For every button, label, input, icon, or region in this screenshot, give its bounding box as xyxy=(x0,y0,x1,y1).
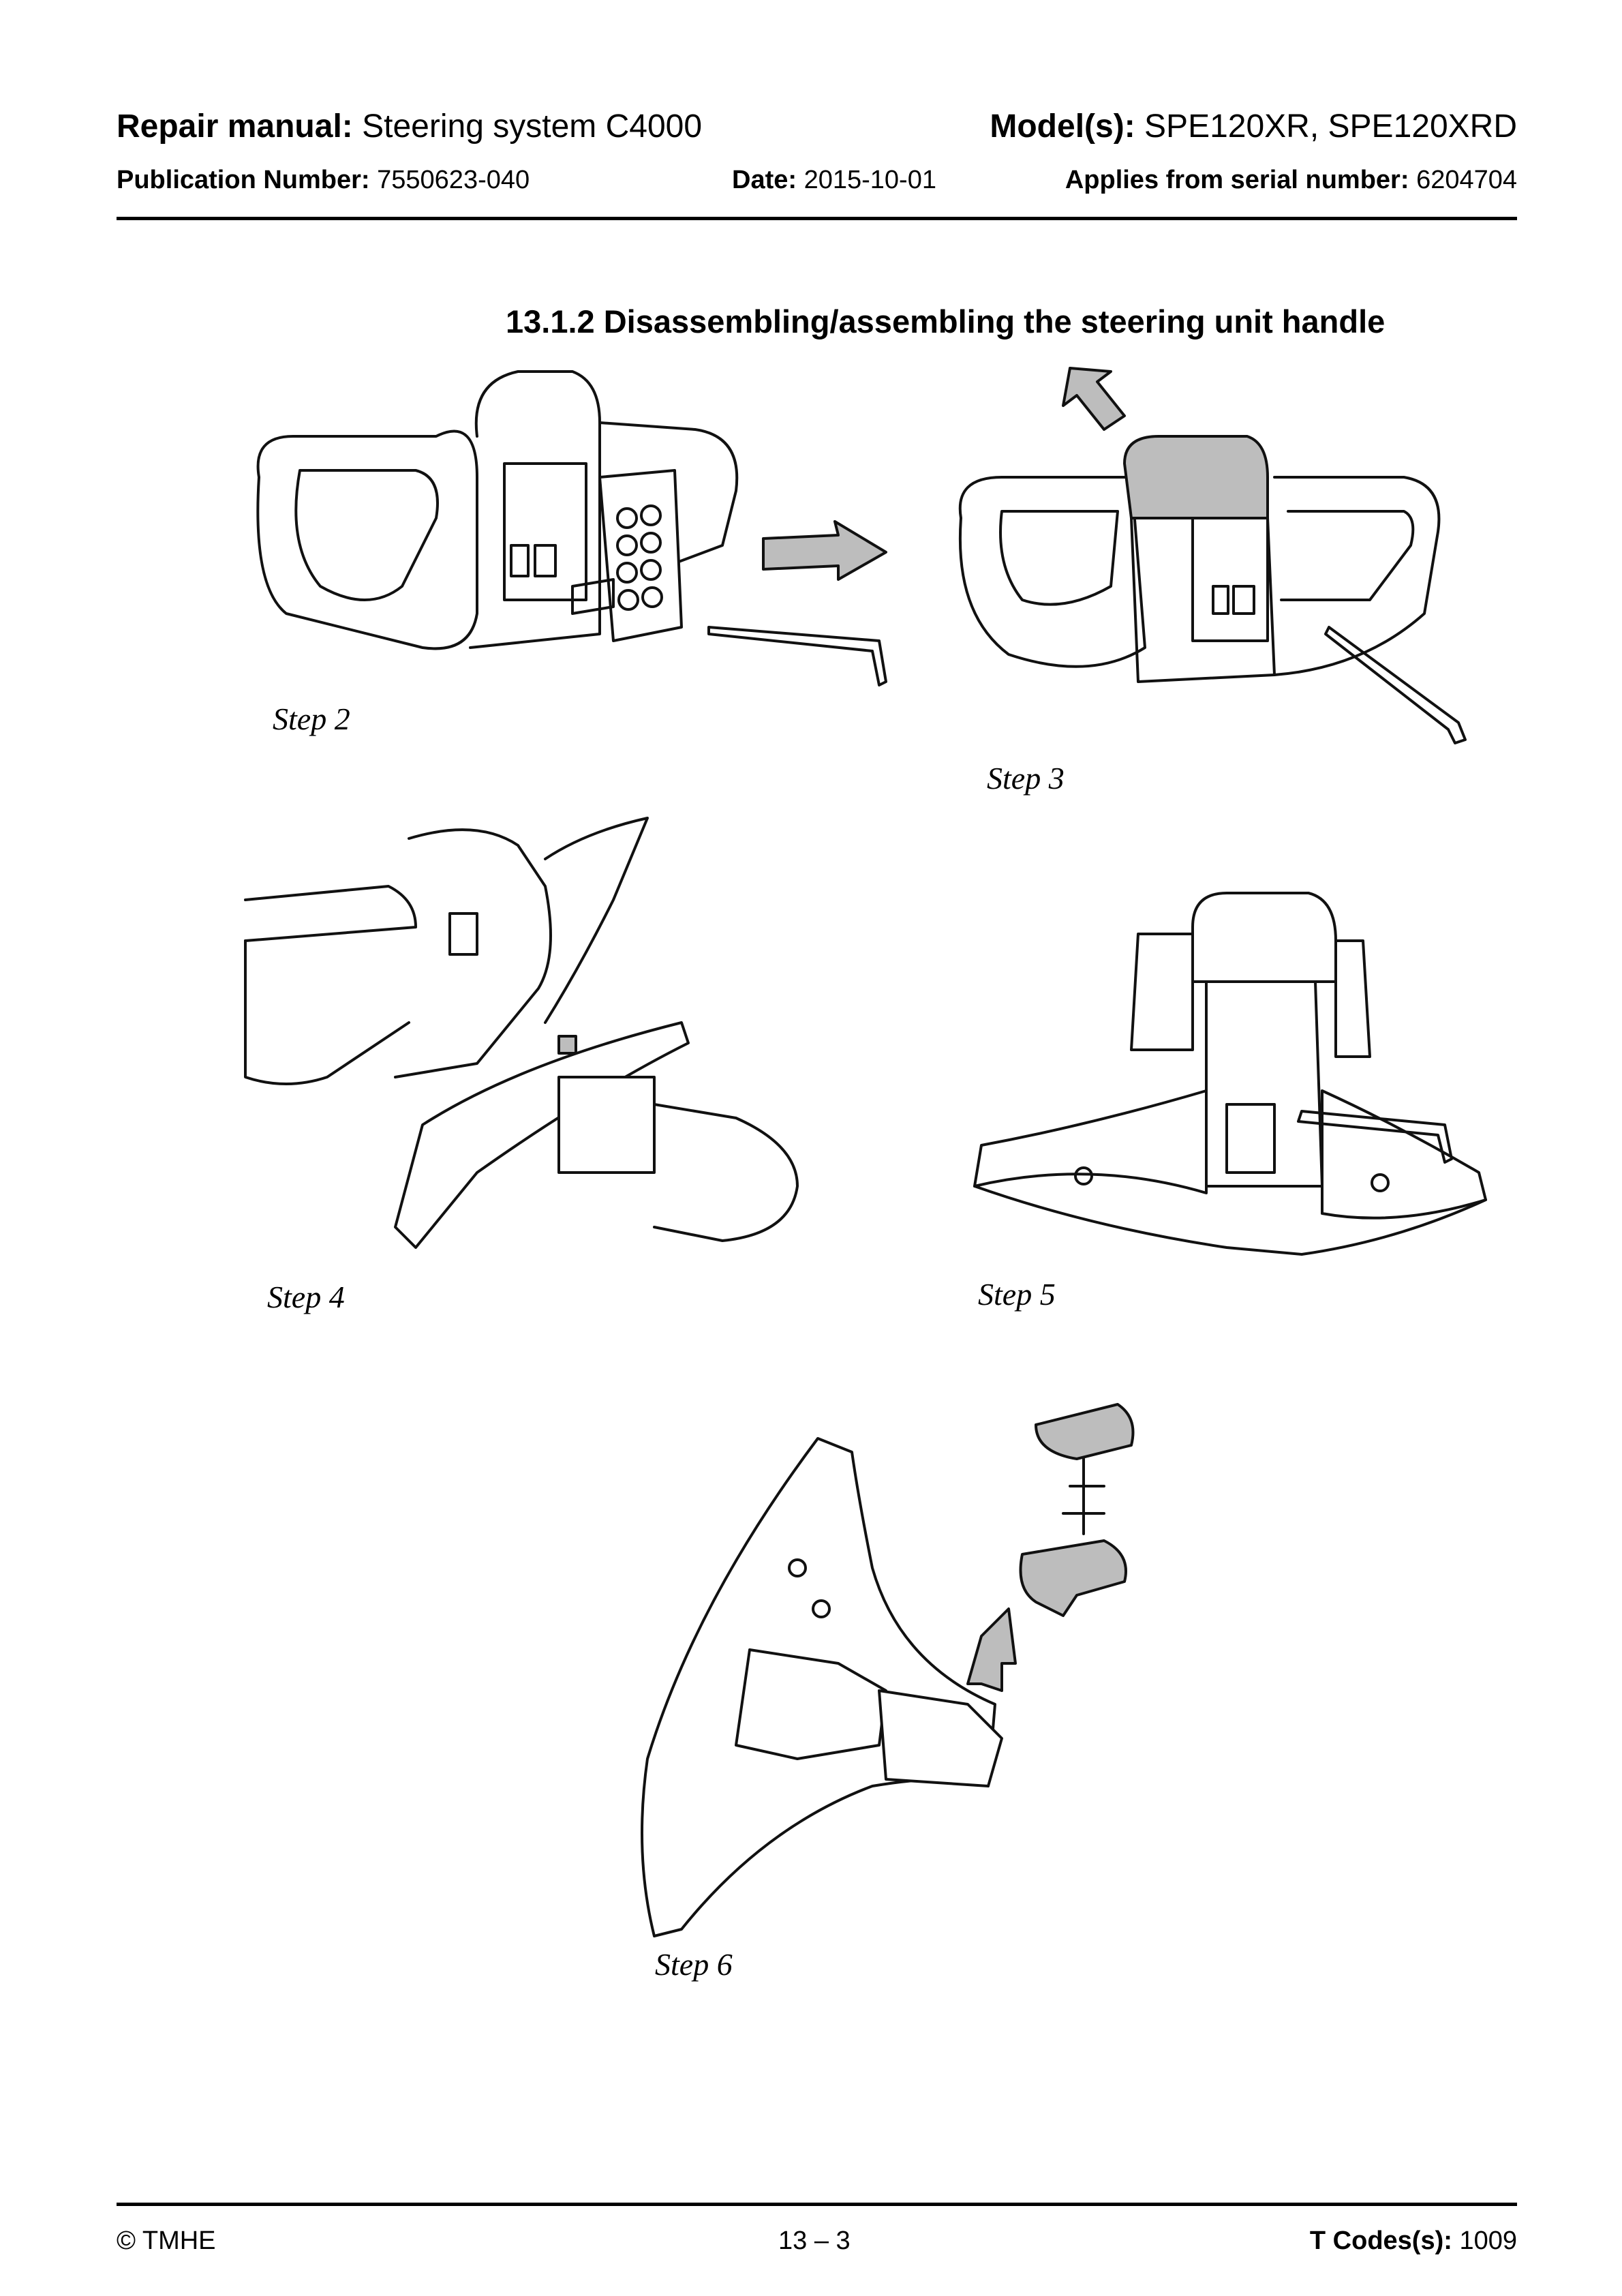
tcodes-label: T Codes(s): xyxy=(1309,2226,1452,2255)
section-title: 13.1.2 Disassembling/assembling the stee… xyxy=(506,303,1386,339)
serial-label: Applies from serial number: xyxy=(1065,166,1409,194)
step4-illustration xyxy=(244,817,799,1249)
step-6-label: Step 6 xyxy=(655,1947,733,1982)
date-label: Date: xyxy=(732,166,797,194)
serial-value: 6204704 xyxy=(1416,166,1517,194)
page-number: 13 – 3 xyxy=(778,2226,851,2255)
publication-number: Publication Number: 7550623-040 xyxy=(117,166,530,195)
step6-illustration xyxy=(641,1403,1135,1937)
serial-number: Applies from serial number: 6204704 xyxy=(1065,166,1517,195)
manual-title: Repair manual: Steering system C4000 xyxy=(117,108,702,145)
header-rule xyxy=(117,217,1517,220)
step-3-label: Step 3 xyxy=(987,761,1065,796)
step3-illustration xyxy=(958,367,1467,744)
date: Date: 2015-10-01 xyxy=(732,166,936,195)
models: Model(s): SPE120XR, SPE120XRD xyxy=(990,108,1517,145)
step-2-label: Step 2 xyxy=(273,701,350,736)
footer-rule xyxy=(117,2203,1517,2206)
t-codes: T Codes(s): 1009 xyxy=(1310,2226,1517,2256)
manual-value: Steering system C4000 xyxy=(362,108,703,145)
publication-value: 7550623-040 xyxy=(377,166,530,194)
step5-illustration xyxy=(973,892,1487,1256)
models-label: Model(s): xyxy=(990,108,1135,145)
publication-label: Publication Number: xyxy=(117,166,370,194)
tcodes-value: 1009 xyxy=(1459,2226,1517,2255)
step-4-label: Step 4 xyxy=(267,1280,345,1314)
date-value: 2015-10-01 xyxy=(804,166,936,194)
models-value: SPE120XR, SPE120XRD xyxy=(1144,108,1517,145)
step-5-label: Step 5 xyxy=(978,1277,1056,1312)
copyright: © TMHE xyxy=(117,2226,216,2255)
step2-illustration xyxy=(256,370,887,686)
manual-label: Repair manual: xyxy=(117,108,353,145)
